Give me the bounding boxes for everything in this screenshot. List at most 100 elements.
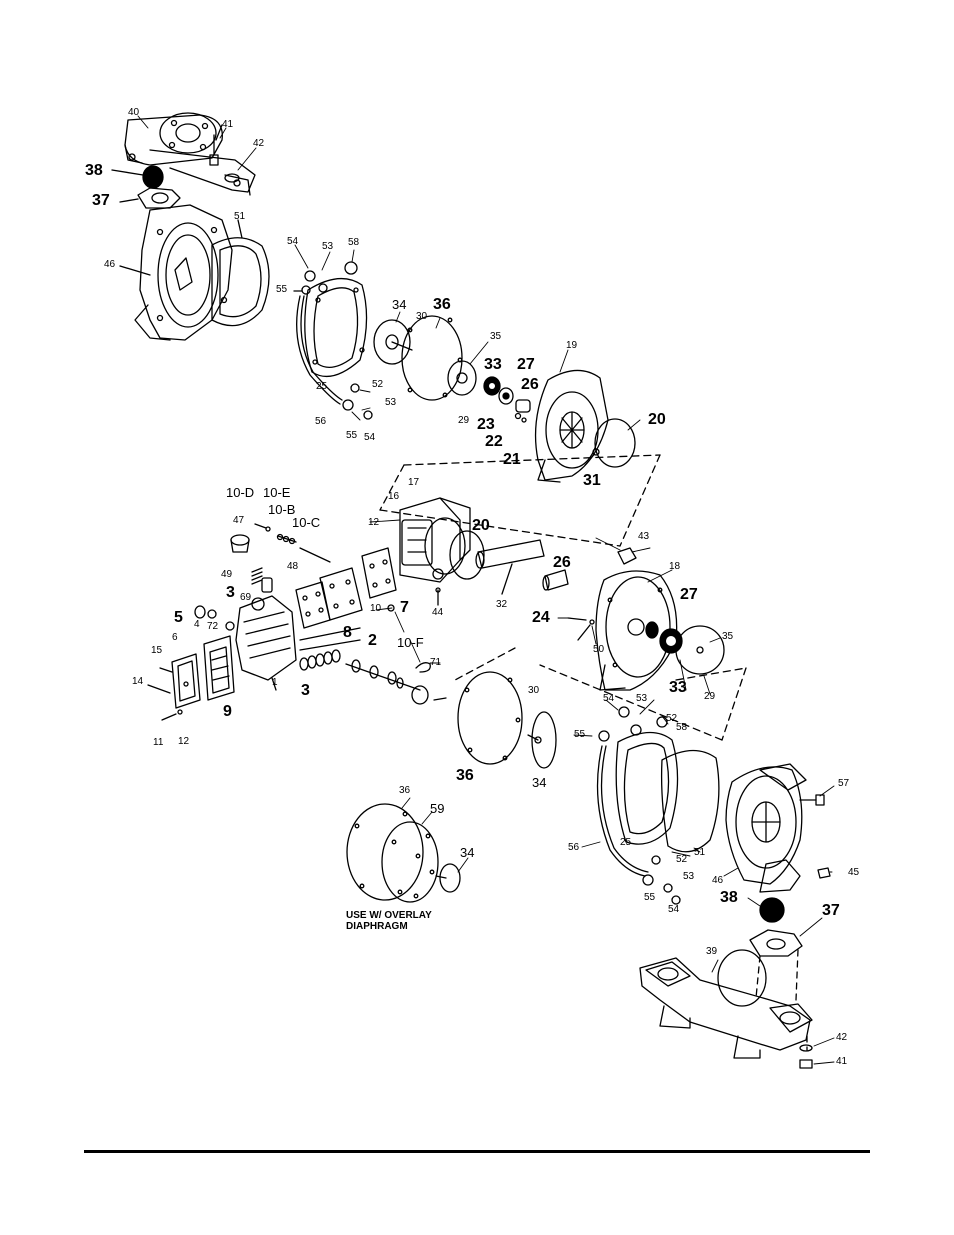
callout-9: 9 — [223, 703, 232, 720]
callout-50: 50 — [593, 644, 605, 655]
callout-27: 27 — [517, 356, 535, 373]
callout-8: 8 — [343, 624, 352, 641]
spool-10-parts — [254, 523, 331, 563]
callout-10-f: 10-F — [397, 635, 424, 650]
callout-15: 15 — [151, 645, 163, 656]
diaphragm-51-lower — [660, 749, 720, 853]
seat-37-lower — [749, 929, 803, 957]
callout-37: 37 — [92, 192, 110, 209]
callout-32: 32 — [496, 599, 508, 610]
callout-30: 30 — [416, 311, 428, 322]
callout-56: 56 — [315, 416, 327, 427]
callout-leaders — [137, 115, 835, 1065]
air-chamber-lower — [615, 731, 679, 845]
footer-rule — [84, 1150, 870, 1153]
o-ring-20-upper — [594, 418, 636, 468]
callout-23: 23 — [477, 416, 495, 433]
callout-2: 2 — [368, 632, 377, 649]
spring-49 — [251, 567, 263, 585]
o-ring-31 — [592, 448, 600, 456]
callout-10: 10 — [370, 603, 382, 614]
callout-34b: 34 — [532, 775, 547, 790]
overlay-caption: USE W/ OVERLAY DIAPHRAGM — [346, 910, 432, 932]
callout-49: 49 — [221, 569, 233, 580]
callout-17: 17 — [408, 477, 420, 488]
center-block-19 — [534, 369, 609, 483]
callout-26b: 26 — [553, 554, 571, 571]
seat-37-upper — [119, 187, 181, 209]
callout-16: 16 — [388, 491, 400, 502]
callout-27b: 27 — [680, 586, 698, 603]
washer-42-upper — [224, 173, 240, 183]
callout-53b: 53 — [385, 397, 397, 408]
callout-4: 4 — [194, 619, 200, 630]
plug-45 — [817, 867, 831, 879]
callout-54c: 54 — [603, 693, 615, 704]
overlay-inset — [346, 803, 461, 903]
callout-10-e: 10-E — [263, 485, 291, 500]
pilot-48 — [261, 577, 273, 593]
gasket-8-plate — [295, 581, 331, 629]
valve-cap-47 — [230, 534, 250, 553]
valve-body-1 — [235, 595, 297, 691]
clip-71 — [415, 662, 431, 673]
callout-34c: 34 — [460, 845, 475, 860]
bolt-57 — [799, 794, 825, 806]
callout-5: 5 — [174, 609, 183, 626]
callout-71: 71 — [430, 657, 442, 668]
seal-33-middle — [659, 628, 683, 654]
center-housing — [399, 497, 471, 583]
diaphragm-36-upper — [401, 315, 463, 401]
callout-55: 55 — [276, 284, 288, 295]
air-chamber-upper — [304, 278, 368, 378]
callout-11: 11 — [153, 737, 164, 748]
callout-33b: 33 — [669, 679, 687, 696]
outer-chamber-upper — [119, 204, 233, 341]
air-hose-56-upper — [296, 295, 343, 405]
callout-36: 36 — [433, 296, 451, 313]
pin-24-50 — [567, 617, 595, 641]
callout-57: 57 — [838, 778, 850, 789]
callout-55b: 55 — [346, 430, 358, 441]
callout-1: 1 — [272, 677, 278, 688]
overlay-caption-line-2: DIAPHRAGM — [346, 921, 408, 932]
callout-38: 38 — [85, 162, 103, 179]
callout-14: 14 — [132, 676, 144, 687]
callout-37b: 37 — [822, 902, 840, 919]
bolt-41-upper — [209, 124, 223, 166]
bushing-27-middle — [645, 621, 659, 639]
callout-25: 25 — [316, 381, 328, 392]
o-ring-20-middle — [449, 530, 485, 580]
callout-39: 39 — [706, 946, 718, 957]
retainer-5-4 — [194, 605, 235, 631]
callout-53: 53 — [322, 241, 334, 252]
callout-7: 7 — [400, 599, 409, 616]
callout-34: 34 — [392, 297, 407, 312]
callout-53d: 53 — [683, 871, 695, 882]
bushing-26-middle — [542, 569, 569, 591]
callout-10-d: 10-D — [226, 485, 255, 500]
callout-46b: 46 — [712, 875, 724, 886]
callout-35b: 35 — [722, 631, 734, 642]
callout-38b: 38 — [720, 889, 738, 906]
assembly-leader-upper — [379, 454, 661, 547]
bolt-washer-41-42-lower — [799, 1044, 813, 1069]
screws-14-15-11-12 — [147, 667, 183, 721]
fittings-lower — [598, 706, 681, 905]
callout-25b: 25 — [620, 837, 632, 848]
callout-54d: 54 — [668, 904, 680, 915]
gasket-10-plate — [319, 567, 363, 621]
callout-42: 42 — [253, 138, 265, 149]
callout-52c: 52 — [676, 854, 688, 865]
callout-72: 72 — [207, 621, 219, 632]
callout-56b: 56 — [568, 842, 580, 853]
callout-52: 52 — [372, 379, 384, 390]
pin-44 — [435, 587, 441, 606]
assembly-leader-middle — [454, 647, 747, 741]
callout-48: 48 — [287, 561, 299, 572]
callout-41b: 41 — [836, 1056, 848, 1067]
callout-26: 26 — [521, 376, 539, 393]
callout-58: 58 — [348, 237, 360, 248]
callout-54b: 54 — [364, 432, 376, 443]
callout-36b: 36 — [456, 767, 474, 784]
